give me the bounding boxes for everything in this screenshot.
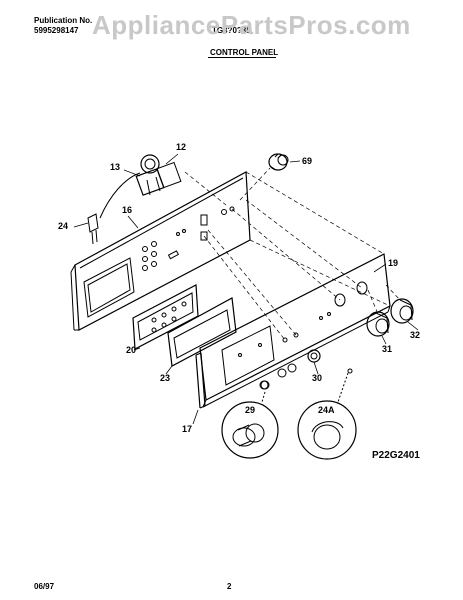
publication-label: Publication No. <box>34 16 93 25</box>
detail-24a <box>297 368 357 460</box>
detail-29 <box>221 380 279 459</box>
part-label-20: 20 <box>126 345 136 355</box>
harness-clip <box>87 213 99 245</box>
part-labels: 12 13 69 16 24 19 32 31 30 20 23 29 24A 17 <box>58 142 420 434</box>
part-label-31: 31 <box>382 344 392 354</box>
leader-lines <box>73 153 419 425</box>
part-label-19: 19 <box>388 258 398 268</box>
control-panel-backing <box>70 171 251 331</box>
part-label-17: 17 <box>182 424 192 434</box>
part-label-24: 24 <box>58 221 68 231</box>
part-label-24a: 24A <box>318 405 335 415</box>
knob-30 <box>307 349 321 363</box>
trim-strip <box>195 352 206 409</box>
knob-32 <box>390 298 414 324</box>
part-label-29: 29 <box>245 405 255 415</box>
watermark: AppliancePartsPros.com <box>92 10 411 40</box>
publication-number: 5995298147 <box>34 26 79 35</box>
figure-code: P22G2401 <box>372 450 420 461</box>
part-label-23: 23 <box>160 373 170 383</box>
knob-adapter <box>268 153 289 171</box>
part-label-13: 13 <box>110 162 120 172</box>
part-label-69: 69 <box>302 156 312 166</box>
title-underline <box>208 57 276 58</box>
alignment-lines <box>184 167 401 341</box>
control-board <box>132 284 199 350</box>
part-label-30: 30 <box>312 373 322 383</box>
section-title: CONTROL PANEL <box>210 48 279 57</box>
part-label-16: 16 <box>122 205 132 215</box>
knob-31 <box>366 311 390 337</box>
footer-page-number: 2 <box>227 582 232 591</box>
overlay-window <box>167 297 237 367</box>
part-label-32: 32 <box>410 330 420 340</box>
part-label-12: 12 <box>176 142 186 152</box>
push-buttons <box>259 363 297 390</box>
model-number: TG3?0?3B <box>212 26 253 35</box>
footer-date: 06/97 <box>34 582 55 591</box>
switch-assembly <box>99 154 182 219</box>
